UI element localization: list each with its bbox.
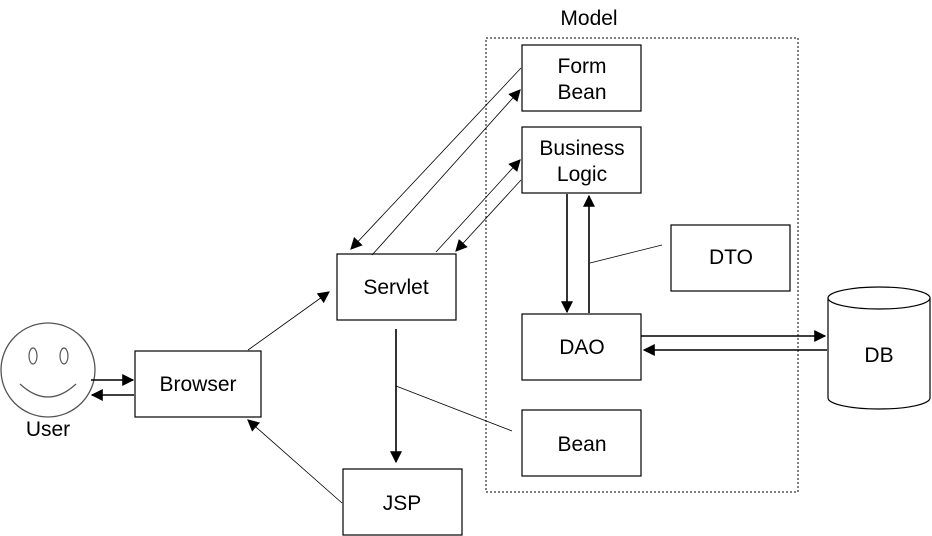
bean-label: Bean [557,433,606,456]
browser-label: Browser [159,373,236,396]
dto-association-line [589,244,663,264]
servlet-label: Servlet [363,276,429,299]
model-container [485,37,799,493]
browser-node: Browser [134,350,262,418]
user-smiley-icon [0,322,96,418]
db-label: DB [864,344,893,367]
jsp-node: JSP [342,468,463,536]
arrow-form-bean-to-servlet [350,67,522,250]
dao-node: DAO [521,313,642,381]
arrow-business-logic-to-servlet [455,179,522,252]
model-label: Model [560,7,617,30]
form-bean-node: Form Bean [521,44,642,112]
bean-association-line [395,385,513,432]
form-bean-label-line2: Bean [557,81,606,104]
jsp-label: JSP [383,492,422,515]
dao-label: DAO [559,336,605,359]
dto-node: DTO [670,224,791,292]
business-logic-node: Business Logic [521,126,642,194]
arrow-jsp-to-browser [247,419,343,504]
arrow-servlet-to-form-bean [371,89,521,256]
bean-node: Bean [521,409,642,477]
business-logic-label-line2: Logic [557,163,607,186]
business-logic-label-line1: Business [539,137,624,160]
dto-label: DTO [709,246,753,269]
db-cylinder: DB [827,286,931,410]
form-bean-label-line1: Form [558,55,607,78]
arrow-browser-to-servlet [247,291,330,351]
servlet-node: Servlet [336,253,457,321]
user-label: User [26,418,70,441]
arrow-servlet-to-business-logic [435,159,521,253]
